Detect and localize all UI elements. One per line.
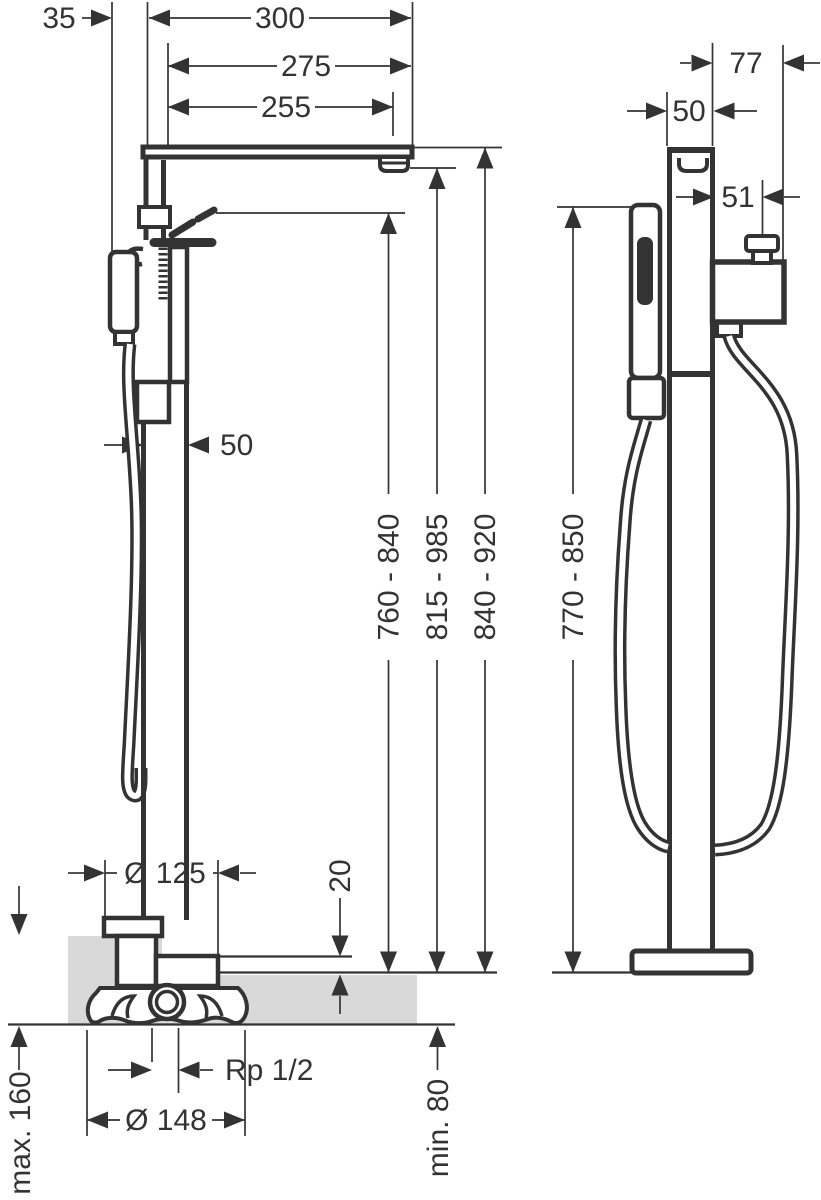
side-base-plate: [629, 948, 754, 976]
extension-lines: [86, 2, 784, 1136]
dim-label-840-920: 840 - 920: [469, 514, 502, 641]
dim-label-min80: min. 80: [422, 1079, 455, 1177]
dim-label-dia148: Ø 148: [125, 1104, 207, 1137]
tube-collar: [137, 205, 172, 229]
lever-handle: [168, 206, 218, 239]
shower-hose-front: [120, 343, 148, 803]
flange-squiggle-left: [110, 994, 138, 1019]
spout-arm: [140, 144, 415, 160]
ground-lines: [8, 955, 632, 1026]
shower-hose-side-left: [613, 418, 670, 854]
dim-label-dia125: Ø 125: [124, 857, 206, 890]
base-step: [153, 953, 221, 989]
shower-hose-side-right: [714, 333, 800, 857]
dim-label-770-850: 770 - 850: [557, 514, 590, 641]
dim-label-77: 77: [729, 47, 762, 80]
flange-inlet-inner: [154, 989, 180, 1015]
dim-label-20: 20: [324, 859, 357, 892]
dim-label-300: 300: [255, 2, 305, 35]
dim-label-255: 255: [261, 91, 311, 124]
handle-cap: [744, 234, 780, 253]
flange-squiggle-right: [196, 994, 224, 1019]
dim-label-50-column: 50: [220, 429, 253, 462]
spout-outlet-groove: [677, 158, 709, 173]
hand-shower-front: [107, 249, 140, 335]
dim-label-rp12: Rp 1/2: [225, 1054, 313, 1087]
dim-label-51: 51: [721, 181, 754, 214]
dim-label-275: 275: [281, 50, 331, 83]
valve-body: [709, 259, 787, 325]
hand-shower-spray-face: [637, 237, 653, 305]
hand-shower-foot: [113, 330, 135, 346]
mixer-body: [167, 244, 190, 385]
front-view-mixer: [85, 144, 415, 1026]
base-block: [114, 933, 159, 989]
column-sleeve: [134, 379, 172, 425]
dim-label-760-840: 760 - 840: [373, 514, 406, 641]
side-view-mixer: [613, 147, 800, 976]
dim-label-35: 35: [42, 2, 75, 35]
label-backgrounds: [117, 2, 588, 1135]
dimension-labels: 35 300 275 255 50 760 - 840 815 - 985 84…: [4, 2, 763, 1195]
hand-shower-lower: [626, 375, 667, 421]
dim-label-815-985: 815 - 985: [421, 514, 454, 641]
dim-label-max160: max. 160: [4, 1071, 37, 1194]
dim-label-50-side: 50: [672, 95, 705, 128]
base-plinth: [101, 915, 165, 939]
reference-lines: [216, 146, 634, 214]
